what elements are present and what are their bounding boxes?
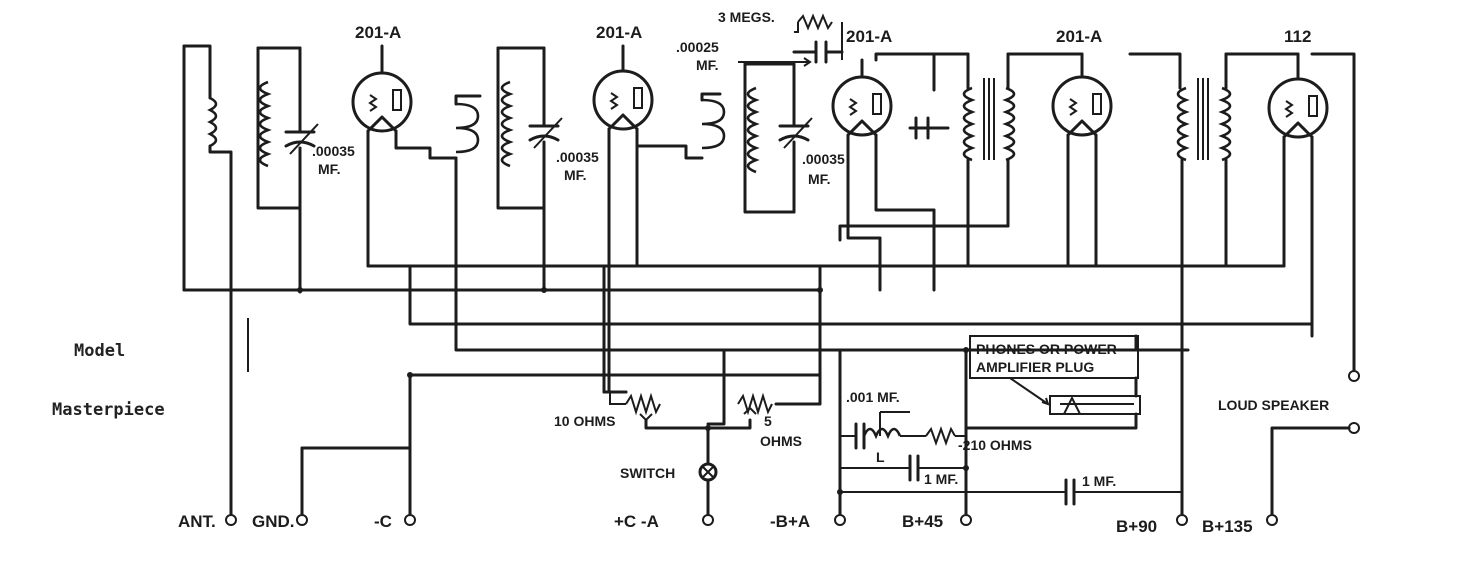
tube4-label: 201-A — [1056, 27, 1102, 46]
tube4-icon — [1051, 52, 1113, 268]
terminal-b-plus-135-label: B+135 — [1202, 517, 1253, 536]
res-210-label: -210 OHMS — [958, 437, 1032, 453]
tube2-icon — [592, 44, 704, 394]
terminal-b-plus-45-label: B+45 — [902, 512, 943, 531]
terminal-b-plus-90[interactable] — [1176, 514, 1188, 526]
tube5-icon — [1267, 52, 1329, 338]
cap-001-label: .001 MF. — [846, 389, 900, 405]
rheostat-10-ohms — [602, 390, 710, 430]
terminal-minus-b-plus-a[interactable] — [834, 514, 846, 526]
tube2-label: 201-A — [596, 23, 642, 42]
model-label: Model — [74, 341, 125, 361]
plug-label-line2: AMPLIFIER PLUG — [976, 359, 1094, 375]
af-transformer-2 — [1176, 52, 1232, 522]
tube1-icon — [351, 44, 458, 268]
tube3-label: 201-A — [846, 27, 892, 46]
tube3-icon — [831, 52, 936, 240]
masterpiece-label: Masterpiece — [52, 400, 165, 420]
antenna-coil — [182, 44, 233, 519]
grid-leak-label: 3 MEGS. — [718, 9, 775, 25]
choke-label: L — [876, 449, 885, 465]
cap-1mf-a-label: 1 MF. — [924, 471, 958, 487]
stage3-tuned-circuit — [743, 62, 813, 214]
terminal-b-plus-45[interactable] — [960, 514, 972, 526]
stage1-tuned-circuit — [256, 46, 319, 294]
cap2-unit: MF. — [564, 167, 587, 183]
terminal-plus-c-minus-a[interactable] — [702, 514, 714, 526]
coupler2-coil — [701, 98, 726, 150]
coupler1-coil — [455, 102, 480, 154]
audio-cap — [914, 116, 930, 140]
b-supply-filter — [840, 411, 1182, 506]
tube5-label: 112 — [1284, 27, 1311, 46]
junction-dots — [297, 287, 969, 495]
switch-label: SWITCH — [620, 465, 675, 481]
phones-plug-box — [969, 335, 1139, 379]
speaker-label: LOUD SPEAKER — [1218, 397, 1329, 413]
stage2-tuned-circuit — [496, 46, 563, 292]
rheo1-label: 10 OHMS — [554, 413, 615, 429]
terminal-ant-label: ANT. — [178, 512, 216, 531]
terminal-minus-c[interactable] — [404, 514, 416, 526]
rheostat-5-ohms — [706, 390, 822, 430]
grid-leak-resistor — [797, 13, 833, 31]
cap2-value: .00035 — [556, 149, 599, 165]
af-transformer-1 — [962, 52, 1016, 268]
cap-1mf-b-label: 1 MF. — [1082, 473, 1116, 489]
rheo2-value: 5 — [764, 413, 772, 429]
cap1-value: .00035 — [312, 143, 355, 159]
terminal-b-plus-90-label: B+90 — [1116, 517, 1157, 536]
grid-cap-unit: MF. — [696, 57, 719, 73]
terminal-plus-c-minus-a-label: +C -A — [614, 512, 659, 531]
rheo2-unit: OHMS — [760, 433, 802, 449]
tube1-label: 201-A — [355, 23, 401, 42]
terminal-minus-c-label: -C — [374, 512, 392, 531]
cap1-unit: MF. — [318, 161, 341, 177]
cap3-unit: MF. — [808, 171, 831, 187]
terminal-gnd-label: GND. — [252, 512, 295, 531]
grid-cap-value: .00025 — [676, 39, 719, 55]
plug-label-line1: PHONES OR POWER — [976, 341, 1117, 357]
terminal-gnd[interactable] — [296, 514, 308, 526]
switch-icon[interactable] — [698, 462, 718, 482]
terminal-minus-b-plus-a-label: -B+A — [770, 512, 810, 531]
terminal-b-plus-135[interactable] — [1266, 514, 1278, 526]
cap3-value: .00035 — [802, 151, 845, 167]
phone-jack-icon[interactable] — [1049, 395, 1141, 415]
speaker-terminal-1[interactable] — [1348, 370, 1360, 382]
terminal-ant[interactable] — [225, 514, 237, 526]
